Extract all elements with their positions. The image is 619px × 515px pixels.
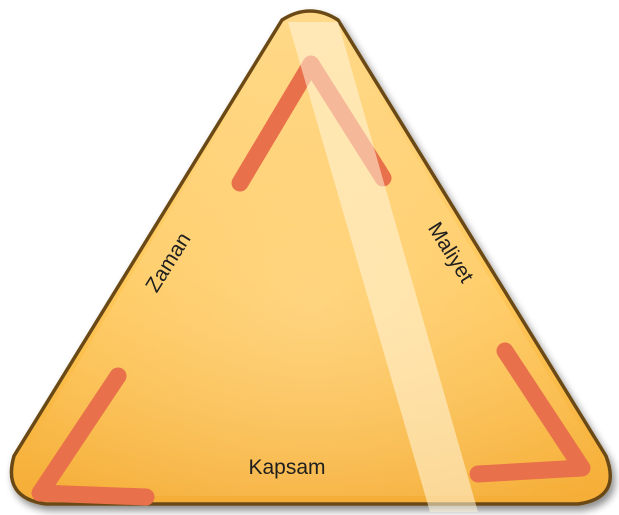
label-kapsam: Kapsam: [248, 456, 325, 479]
